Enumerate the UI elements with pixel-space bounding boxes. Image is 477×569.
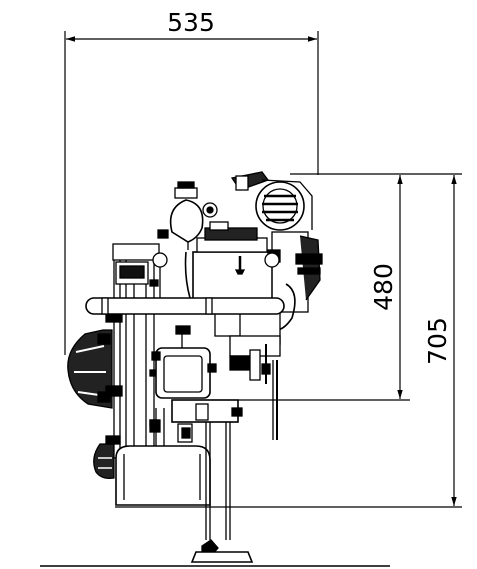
dimension-width: 535 xyxy=(64,8,319,355)
stand-leg xyxy=(171,399,254,563)
air-cleaner xyxy=(157,181,218,250)
dimension-label-upper: 480 xyxy=(369,263,398,311)
flywheel-housing xyxy=(67,329,113,409)
handle-bar xyxy=(85,251,285,315)
dimension-label-total: 705 xyxy=(423,317,452,365)
dimension-heights: 480 705 xyxy=(115,173,462,508)
inner-frame xyxy=(149,325,217,446)
lower-left-cover xyxy=(93,443,115,480)
recoil-starter xyxy=(230,171,313,231)
fuel-tank xyxy=(115,445,211,506)
machine-drawing xyxy=(67,171,323,563)
control-panel xyxy=(192,221,274,337)
dimension-label-width: 535 xyxy=(167,8,215,37)
